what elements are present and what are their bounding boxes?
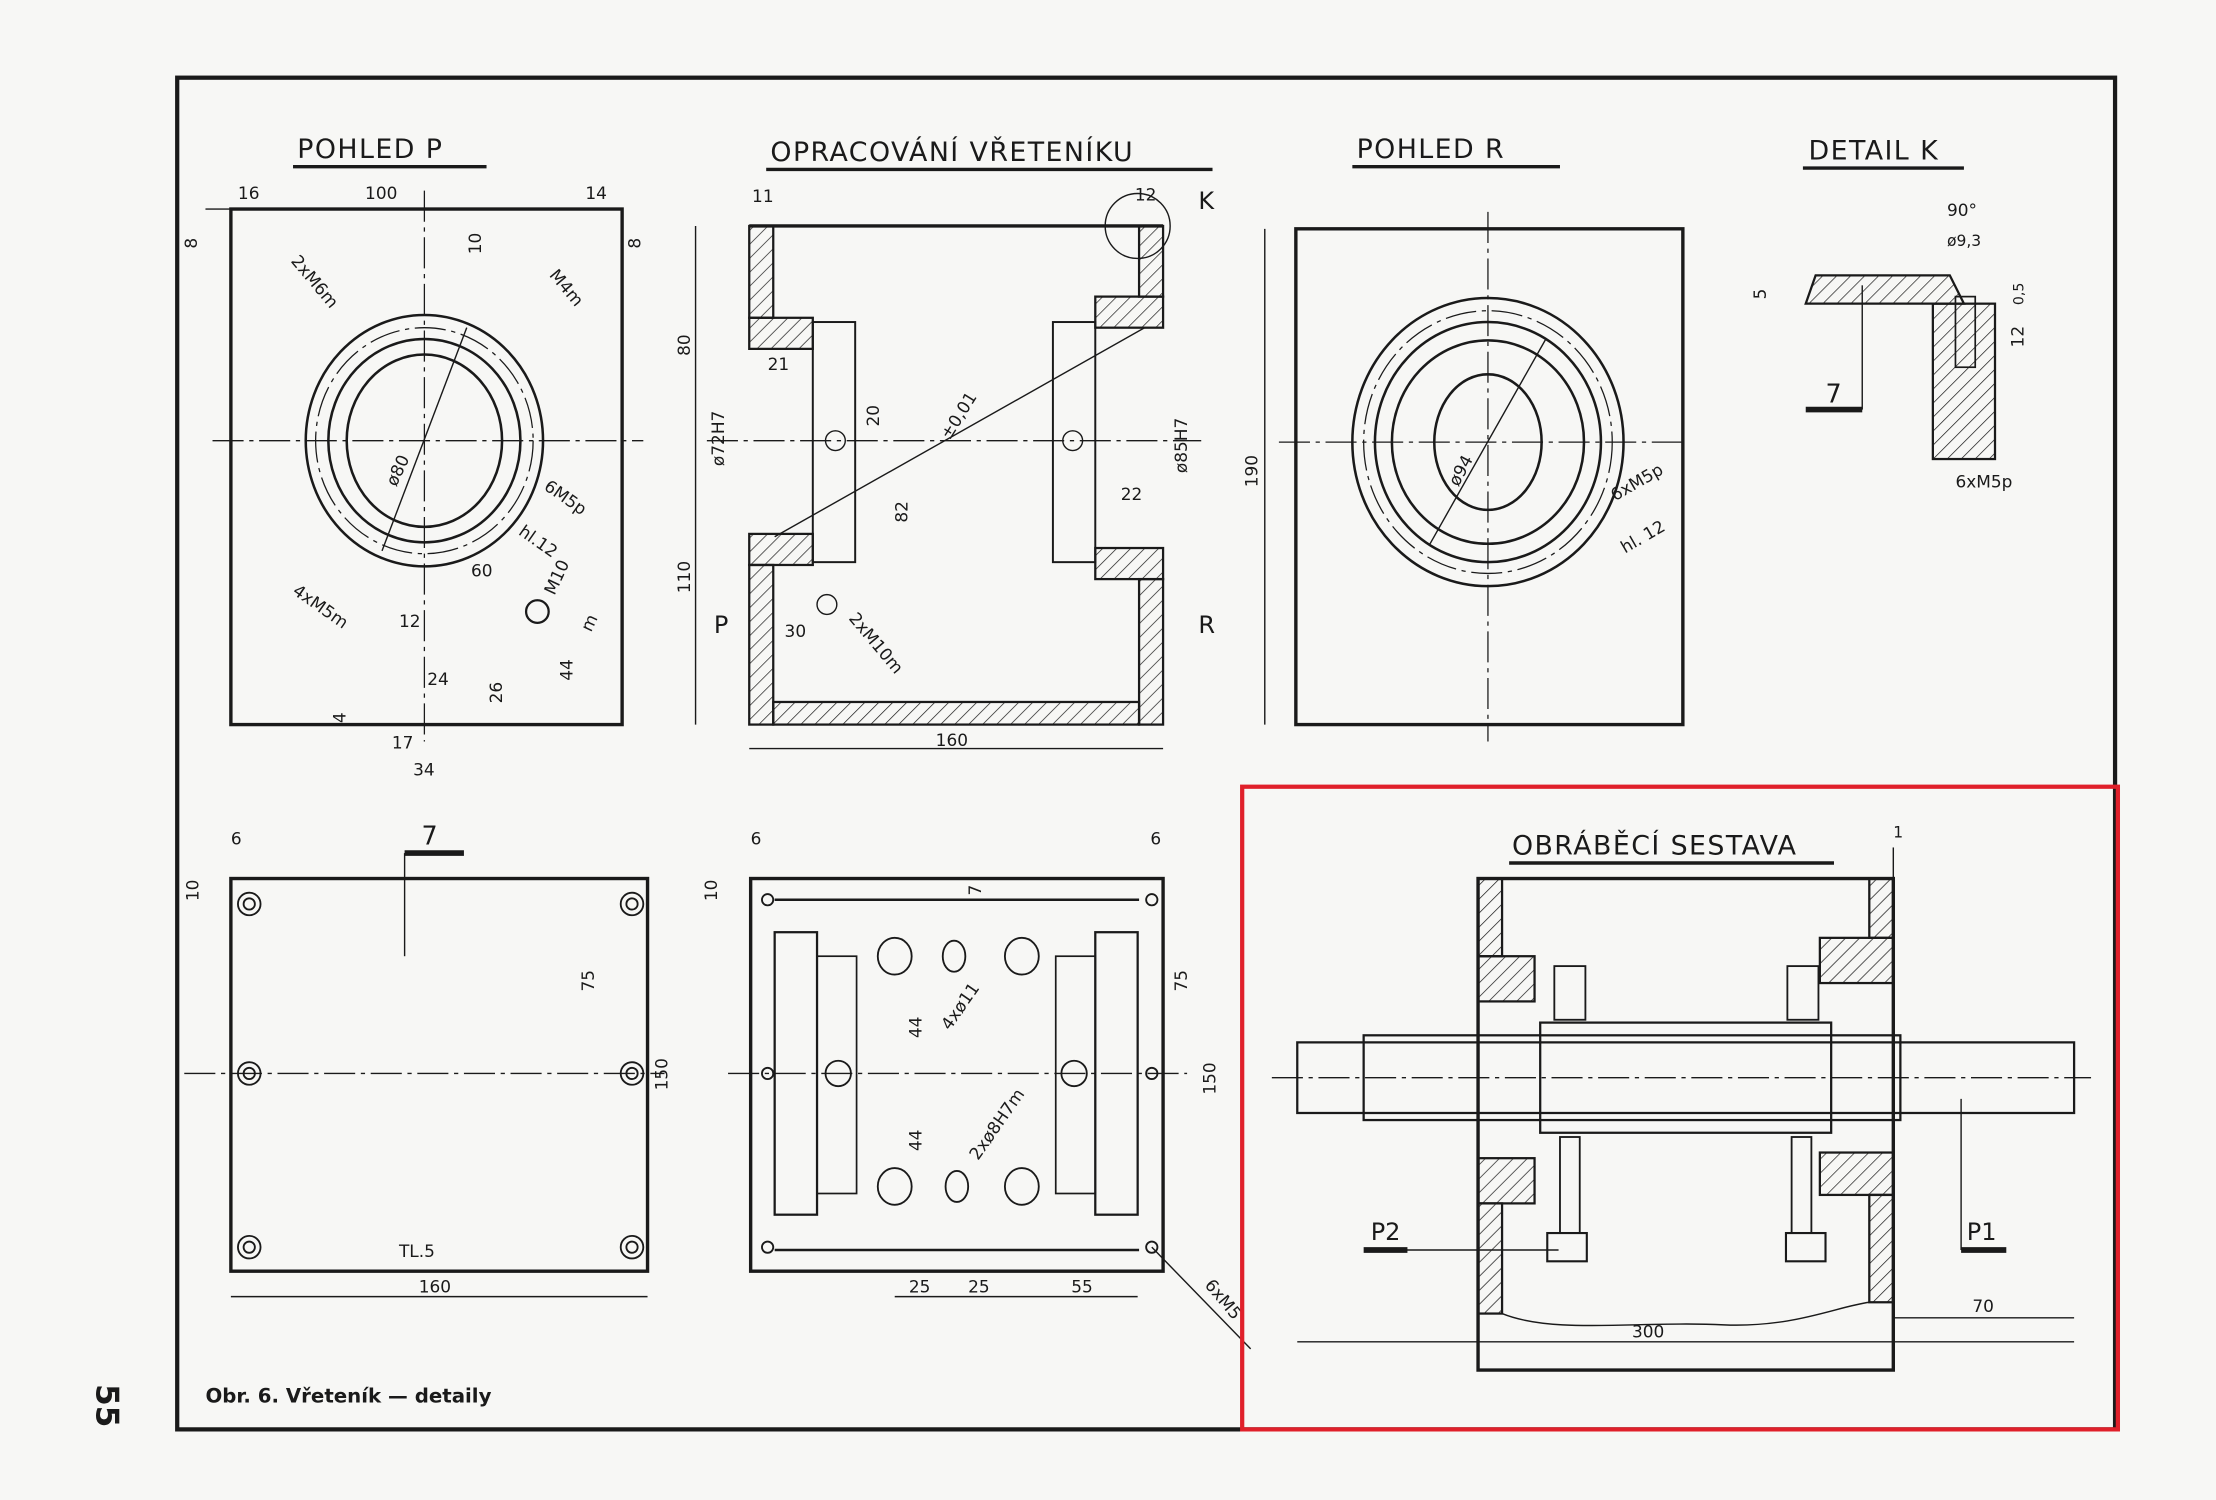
part-number: 7 <box>1826 379 1842 409</box>
dim: 150 <box>1199 1062 1219 1094</box>
dim: 2xM6m <box>287 251 343 312</box>
highlight-box <box>1240 784 2121 1432</box>
view-title: DETAIL K <box>1809 136 1940 167</box>
dim: hl. 12 <box>1617 516 1668 557</box>
dim: 75 <box>1171 970 1191 992</box>
dim: 16 <box>238 183 260 203</box>
dim: 8 <box>624 238 644 249</box>
dim: 2xø8H7m <box>965 1085 1028 1164</box>
dim: 26 <box>486 682 506 704</box>
dim: 6M5p <box>541 476 591 519</box>
dim: 24 <box>427 669 449 689</box>
dim: 10 <box>465 233 485 255</box>
dim: 2xM10m <box>845 608 908 677</box>
dim: M10 <box>540 557 573 598</box>
dim: 12 <box>2007 326 2027 348</box>
dim: ø85H7 <box>1171 418 1191 473</box>
view-title: OBRÁBĚCÍ SESTAVA <box>1512 830 1798 862</box>
dim: ±0,01 <box>936 388 980 443</box>
dim: ø72H7 <box>708 411 728 466</box>
view-title: POHLED R <box>1357 134 1506 165</box>
dim: 44 <box>906 1017 926 1039</box>
dim: 14 <box>585 183 607 203</box>
dim: 12 <box>399 611 421 631</box>
dim: 100 <box>365 183 397 203</box>
dim: 21 <box>768 354 790 374</box>
detail-k-marker: K <box>1198 187 1215 215</box>
dim: 80 <box>674 334 694 356</box>
drawing-frame <box>175 75 2118 1432</box>
dim: 25 <box>909 1276 931 1296</box>
view-detail-k: DETAIL K 90° ø9,3 5 0,5 12 7 6xM5p <box>1750 136 2027 492</box>
dim: 6 <box>751 829 762 849</box>
thickness-label: TL.5 <box>398 1241 435 1261</box>
dim: 10 <box>701 880 721 902</box>
dim: 82 <box>891 501 911 523</box>
dim: 160 <box>419 1276 451 1296</box>
view-base: 6 6 10 7 4xø11 44 44 2xø8H7m 75 150 25 2… <box>701 829 1252 1350</box>
dim: 34 <box>413 759 435 779</box>
dim: 11 <box>752 186 774 206</box>
dim: 160 <box>936 730 968 750</box>
dim: 6xM5p <box>1955 471 2012 491</box>
dim: ø80 <box>382 452 414 489</box>
dim: 0,5 <box>2011 283 2027 305</box>
dim: 6 <box>231 829 242 849</box>
view-plate-7: 6 7 10 75 150 TL.5 160 <box>182 821 671 1298</box>
view-marker-r: R <box>1198 611 1215 639</box>
view-obrabeci-sestava: OBRÁBĚCÍ SESTAVA 1 P2 P1 300 70 <box>1240 784 2121 1432</box>
dim: 300 <box>1632 1322 1664 1342</box>
dim: 5 <box>1750 289 1770 300</box>
dim: 6xM5 <box>1201 1275 1246 1323</box>
dim: 190 <box>1242 455 1262 487</box>
dim: 44 <box>557 659 577 681</box>
dim: m <box>577 611 602 634</box>
part-number: 7 <box>422 821 438 851</box>
part-label-p2: P2 <box>1371 1218 1401 1246</box>
dim: 70 <box>1972 1296 1994 1316</box>
dim: 17 <box>392 733 414 753</box>
dim: 4 <box>329 712 349 723</box>
dim: 150 <box>651 1058 671 1090</box>
dim: 110 <box>674 561 694 593</box>
view-title: OPRACOVÁNÍ VŘETENÍKU <box>770 136 1134 168</box>
figure-caption: Obr. 6. Vřeteník — detaily <box>205 1385 491 1408</box>
dim: 4xø11 <box>937 979 984 1034</box>
view-opracovani-vretenku: OPRACOVÁNÍ VŘETENÍKU 11 12 K 80 110 21 ø… <box>674 136 1215 750</box>
dim: 75 <box>578 970 598 992</box>
dim: ø9,3 <box>1947 232 1981 250</box>
dim: 6xM5p <box>1607 459 1666 505</box>
view-title: POHLED P <box>297 134 443 165</box>
dim: 6 <box>1150 829 1161 849</box>
dim: 20 <box>863 405 883 427</box>
dim: 44 <box>906 1130 926 1152</box>
view-pohled-p: POHLED P 16 100 14 8 10 8 2xM6m M4m ø80 … <box>181 134 645 779</box>
part-label-p1: P1 <box>1967 1218 1997 1246</box>
dim: 1 <box>1893 824 1903 842</box>
page-number: 55 <box>89 1384 125 1427</box>
dim: 30 <box>785 621 807 641</box>
dim: 4xM5m <box>289 580 352 632</box>
dim: 8 <box>181 238 201 249</box>
dim: 22 <box>1121 484 1143 504</box>
dim: 60 <box>471 560 493 580</box>
dim: 7 <box>965 885 985 896</box>
dim: 12 <box>1135 185 1157 205</box>
view-pohled-r: POHLED R 190 ø94 6xM5p hl. 12 <box>1242 134 1689 742</box>
dim: M4m <box>546 265 588 310</box>
dim: 55 <box>1071 1276 1093 1296</box>
view-marker-p: P <box>714 611 728 639</box>
dim: 10 <box>182 880 202 902</box>
dim: 25 <box>968 1276 990 1296</box>
dim: 90° <box>1947 200 1977 220</box>
